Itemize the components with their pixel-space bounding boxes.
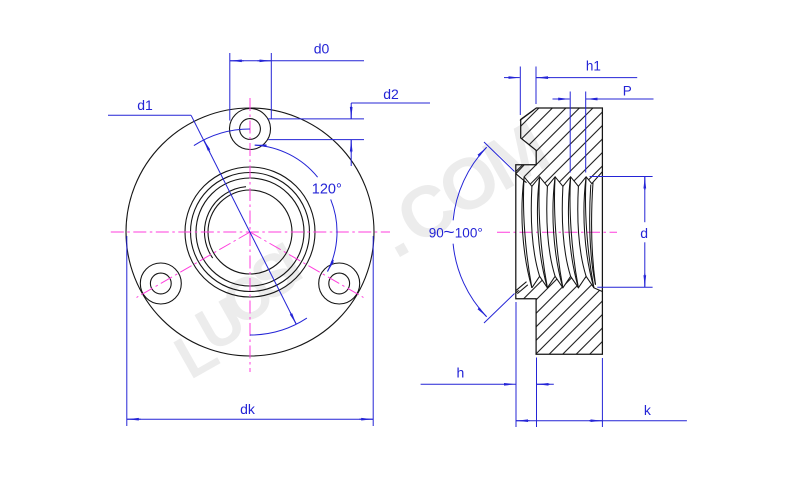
svg-text:100°: 100° xyxy=(455,226,483,241)
svg-text:120°: 120° xyxy=(312,182,342,198)
svg-text:k: k xyxy=(644,402,652,418)
svg-text:d0: d0 xyxy=(314,41,330,57)
svg-text:d: d xyxy=(640,225,648,241)
svg-text:dk: dk xyxy=(240,401,256,417)
svg-text:h: h xyxy=(457,365,465,381)
svg-text:h1: h1 xyxy=(586,59,601,74)
svg-text:~: ~ xyxy=(443,223,454,241)
svg-text:d2: d2 xyxy=(383,86,399,102)
svg-text:d1: d1 xyxy=(137,97,153,113)
svg-text:90: 90 xyxy=(429,226,444,241)
svg-text:P: P xyxy=(623,84,632,99)
